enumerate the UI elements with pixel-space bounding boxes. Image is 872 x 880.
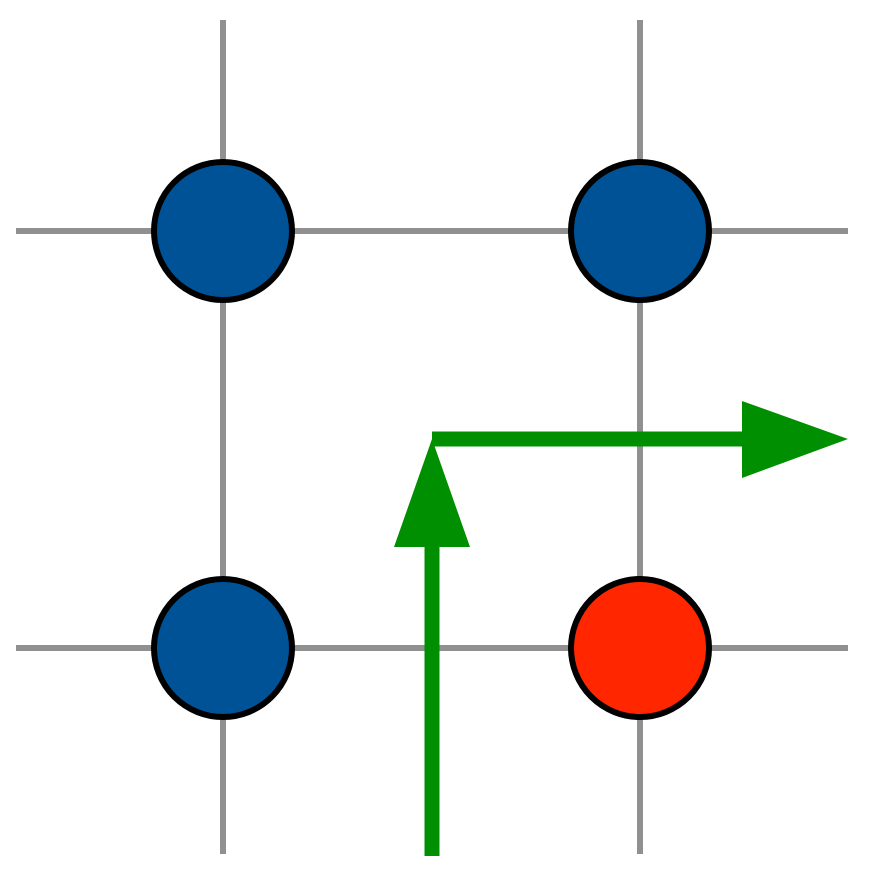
arrowhead-up-icon — [394, 439, 470, 547]
node — [151, 159, 295, 303]
grid-nodes — [151, 159, 712, 720]
node — [568, 159, 712, 303]
node — [151, 576, 295, 720]
green-path — [394, 401, 848, 856]
node-highlighted — [568, 576, 712, 720]
arrowhead-right-icon — [742, 401, 848, 478]
